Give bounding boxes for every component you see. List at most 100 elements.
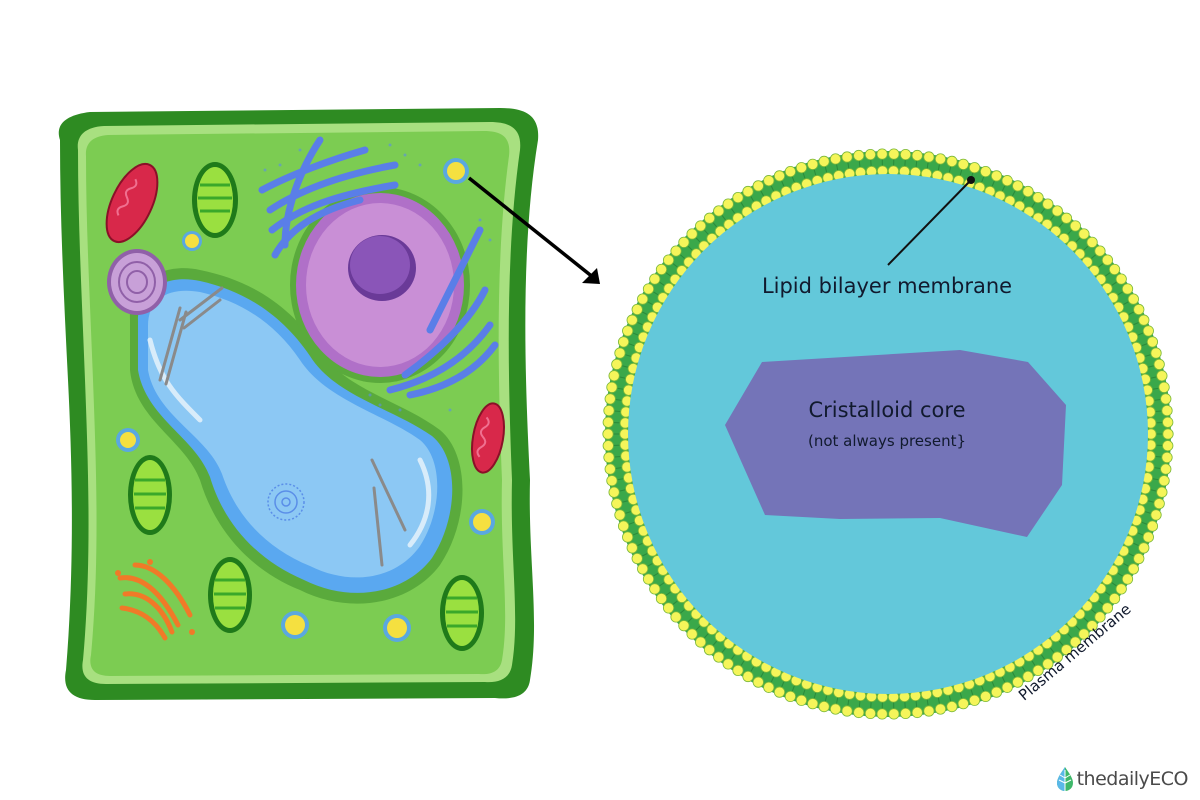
oleosome [383,614,411,642]
phospholipid-head [1121,283,1134,295]
phospholipid-head [795,162,808,174]
phospholipid-head [1042,198,1054,210]
phospholipid-head [742,185,754,198]
phospholipid-head [980,690,992,703]
phospholipid-head [1127,293,1139,305]
phospholipid-head [670,611,682,623]
phospholipid-head [608,370,620,382]
chloroplast [440,575,484,651]
phospholipid-head [614,509,626,521]
phospholipid-head [1001,681,1013,693]
phospholipid-head [784,165,796,178]
magnify-arrow [467,176,600,284]
endoplasmic-reticulum [258,136,499,399]
phospholipid-head [1138,314,1150,326]
phospholipid-head [1127,563,1139,575]
phospholipid-head [763,175,775,187]
phospholipid-head [1146,336,1159,348]
phospholipid-head [1032,191,1044,204]
phospholipid-head [1158,381,1170,393]
phospholipid-head [1051,651,1063,663]
phospholipid-head [713,205,725,217]
phospholipid-head [773,686,786,698]
chloroplast [208,557,252,633]
phospholipid-head [695,636,707,648]
oleosome [469,509,495,535]
phospholipid-head [703,212,716,224]
oleosome-source [443,158,469,184]
chloroplast [192,162,238,238]
ribosomes [263,143,492,412]
phospholipid-head [1086,236,1098,248]
phospholipid-head [1022,670,1034,683]
phospholipid-head [604,393,616,405]
phospholipid-head [742,670,754,683]
phospholipid-head [670,245,682,257]
phospholipid-head [1162,440,1174,452]
phospholipid-head [602,416,614,428]
plastid [107,249,167,315]
phospholipid-head [603,451,615,464]
phospholipid-head [649,583,661,595]
phospholipid-head [602,428,614,440]
phospholipid-head [722,198,734,210]
oleosome [116,428,140,452]
phospholipid-head [606,475,618,487]
phospholipid-head [923,151,935,163]
mitochondrion [471,402,505,474]
lipid-bilayer-pointer-dot [967,176,975,184]
phospholipid-head [631,552,643,565]
phospholipid-head [968,694,981,706]
phospholipid-head [946,155,958,167]
phospholipid-head [1162,428,1174,440]
phospholipid-head [1121,573,1134,585]
phospholipid-head [1161,451,1173,464]
golgi-apparatus [115,559,195,641]
phospholipid-head [841,705,853,717]
phospholipid-head [617,520,630,532]
phospholipid-head [876,708,888,720]
crystal-needles [158,286,407,567]
phospholipid-head [678,236,690,248]
phospholipid-head [1156,486,1168,498]
phospholipid-head [1160,463,1172,475]
phospholipid-head [611,498,623,510]
phospholipid-head [752,676,764,688]
phospholipid-head [1001,175,1013,187]
leaf-drop-icon [1056,766,1074,792]
phospholipid-head [642,283,655,295]
phospholipid-head [1142,531,1154,543]
phospholipid-head [829,153,842,165]
core-subtitle-label: (not always present} [808,432,966,450]
phospholipid-head [695,220,707,232]
phospholipid-head [642,573,655,585]
phospholipid-head [773,170,786,182]
phospholipid-head [637,293,649,305]
phospholipid-head [1158,475,1170,487]
phospholipid-head [1069,636,1081,648]
phospholipid-head [1078,228,1090,240]
phospholipid-head [678,620,690,632]
phospholipid-head [1012,676,1024,688]
phospholipid-head [1142,325,1154,337]
phospholipid-head [655,263,668,276]
phospholipid-head [637,563,649,575]
phospholipid-head [662,254,675,266]
phospholipid-head [1042,658,1054,670]
phospholipid-head [864,148,877,161]
phospholipid-head [649,273,661,285]
core-title-label: Cristalloid core [808,398,965,422]
phospholipid-head [1161,404,1173,417]
phospholipid-head [1108,263,1121,276]
phospholipid-head [957,698,969,710]
phospholipid-head [602,440,614,452]
phospholipid-head [763,681,775,693]
phospholipid-head [655,592,668,605]
phospholipid-heads-outer [602,148,1174,720]
phospholipid-head [1108,592,1121,605]
phospholipid-head [818,155,830,167]
phospholipid-head [990,170,1003,182]
phospholipid-head [829,703,842,715]
lipid-bilayer-pointer [887,179,972,266]
phospholipid-head [841,151,853,163]
